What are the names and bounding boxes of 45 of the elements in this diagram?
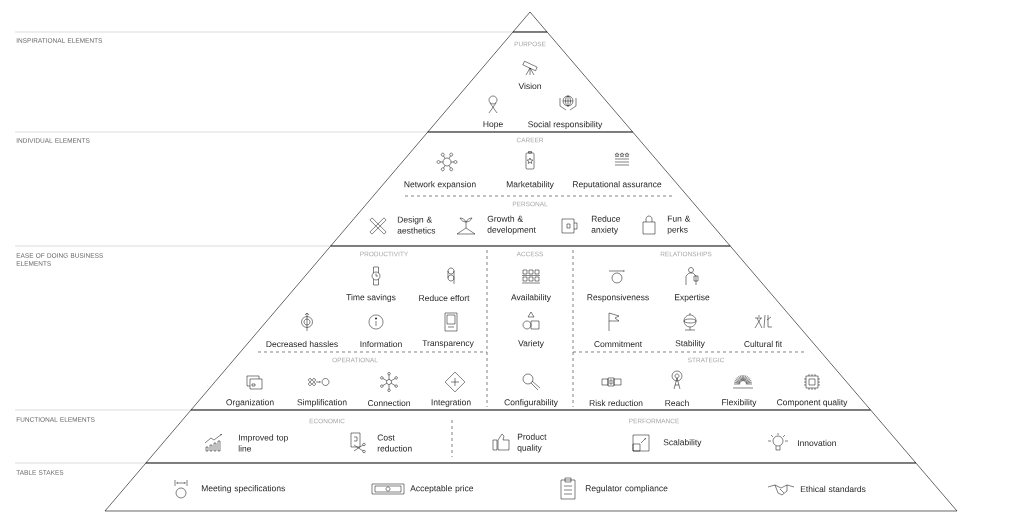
element-label: Cost reduction xyxy=(377,434,412,452)
element-label: Component quality xyxy=(777,399,848,407)
element-label: Flexibility xyxy=(722,399,757,407)
element-label: Marketability xyxy=(506,181,554,189)
element-label: Stability xyxy=(675,340,705,348)
element-label: Integration xyxy=(431,399,471,407)
element-label: Time savings xyxy=(346,294,396,302)
element-label: Product quality xyxy=(517,433,547,453)
pyramid-tier xyxy=(145,409,917,464)
element-label: Meeting specifications xyxy=(201,485,285,493)
element-label: Transparency xyxy=(422,340,474,348)
element-label: Reduce effort xyxy=(419,294,470,302)
pyramid-tier xyxy=(427,31,633,133)
element-label: Commitment xyxy=(594,340,643,348)
pyramid-tier xyxy=(104,462,958,512)
element-label: Risk reduction xyxy=(589,399,643,407)
element-label: Organization xyxy=(226,399,274,407)
element-label: Ethical standards xyxy=(800,485,866,493)
element-label: Simplification xyxy=(297,399,347,407)
element-label: Variety xyxy=(518,340,544,348)
element-label: Fun & perks xyxy=(667,215,691,235)
element-label: Social responsibility xyxy=(528,121,603,129)
element-label: Reach xyxy=(665,399,689,407)
element-label: Hope xyxy=(483,121,503,129)
element-label: Availability xyxy=(511,294,551,302)
element-label: Regulator compliance xyxy=(585,485,668,493)
element-label: Decreased hassles xyxy=(266,340,338,348)
element-label: Expertise xyxy=(675,294,710,302)
pyramid-tier xyxy=(330,131,731,247)
pyramid-tier xyxy=(190,245,871,411)
element-label: Reputational assurance xyxy=(573,181,662,189)
element-label: Acceptable price xyxy=(410,485,474,493)
element-label: Connection xyxy=(367,399,410,407)
element-label: Growth & development xyxy=(487,215,536,235)
element-label: Information xyxy=(360,340,402,348)
element-label: Responsiveness xyxy=(587,294,649,302)
element-label: Scalability xyxy=(663,439,702,447)
element-label: Improved top line xyxy=(238,434,288,452)
element-label: Network expansion xyxy=(404,181,476,189)
element-label: Design & aesthetics xyxy=(397,216,436,234)
element-label: Innovation xyxy=(798,439,836,447)
element-label: Cultural fit xyxy=(744,340,783,348)
element-label: Configurability xyxy=(504,399,558,407)
element-label: Reduce anxiety xyxy=(591,215,621,235)
element-label: Vision xyxy=(518,82,541,90)
